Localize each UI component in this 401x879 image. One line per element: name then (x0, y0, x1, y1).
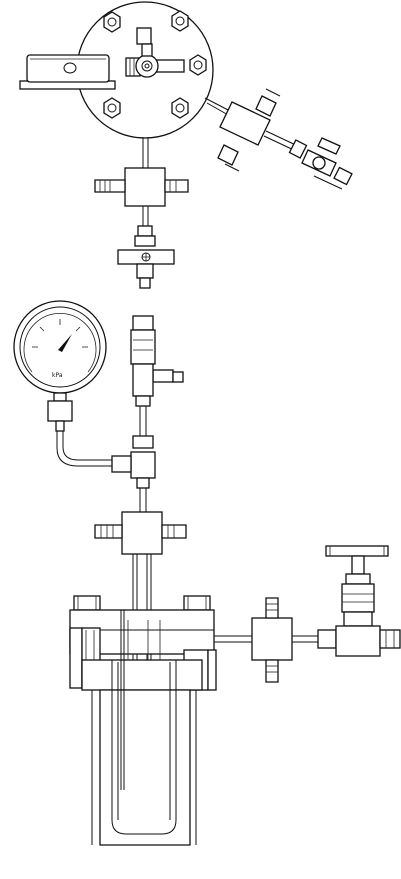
pressure-gauge-icon: kPa (13, 300, 112, 467)
side-arm-cross (204, 88, 308, 172)
outlet-line (214, 597, 337, 683)
gauge-unit-label: kPa (52, 372, 63, 379)
cross-fitting-upper (94, 167, 189, 226)
needle-valve-icon (325, 545, 401, 657)
flange-bolt (171, 97, 189, 119)
flange-bolt (103, 11, 121, 33)
flange-bolt (103, 97, 121, 119)
cross-fitting-lower (94, 511, 187, 660)
top-flange-icon (76, 1, 214, 168)
reactor-vessel-icon (69, 595, 217, 846)
bleed-valve (117, 225, 175, 289)
needle-valve-icon (301, 137, 353, 190)
flange-bolt (171, 10, 189, 32)
heater-block (19, 54, 116, 90)
flange-bolt (189, 54, 207, 76)
gauge-line-fittings (111, 315, 184, 512)
